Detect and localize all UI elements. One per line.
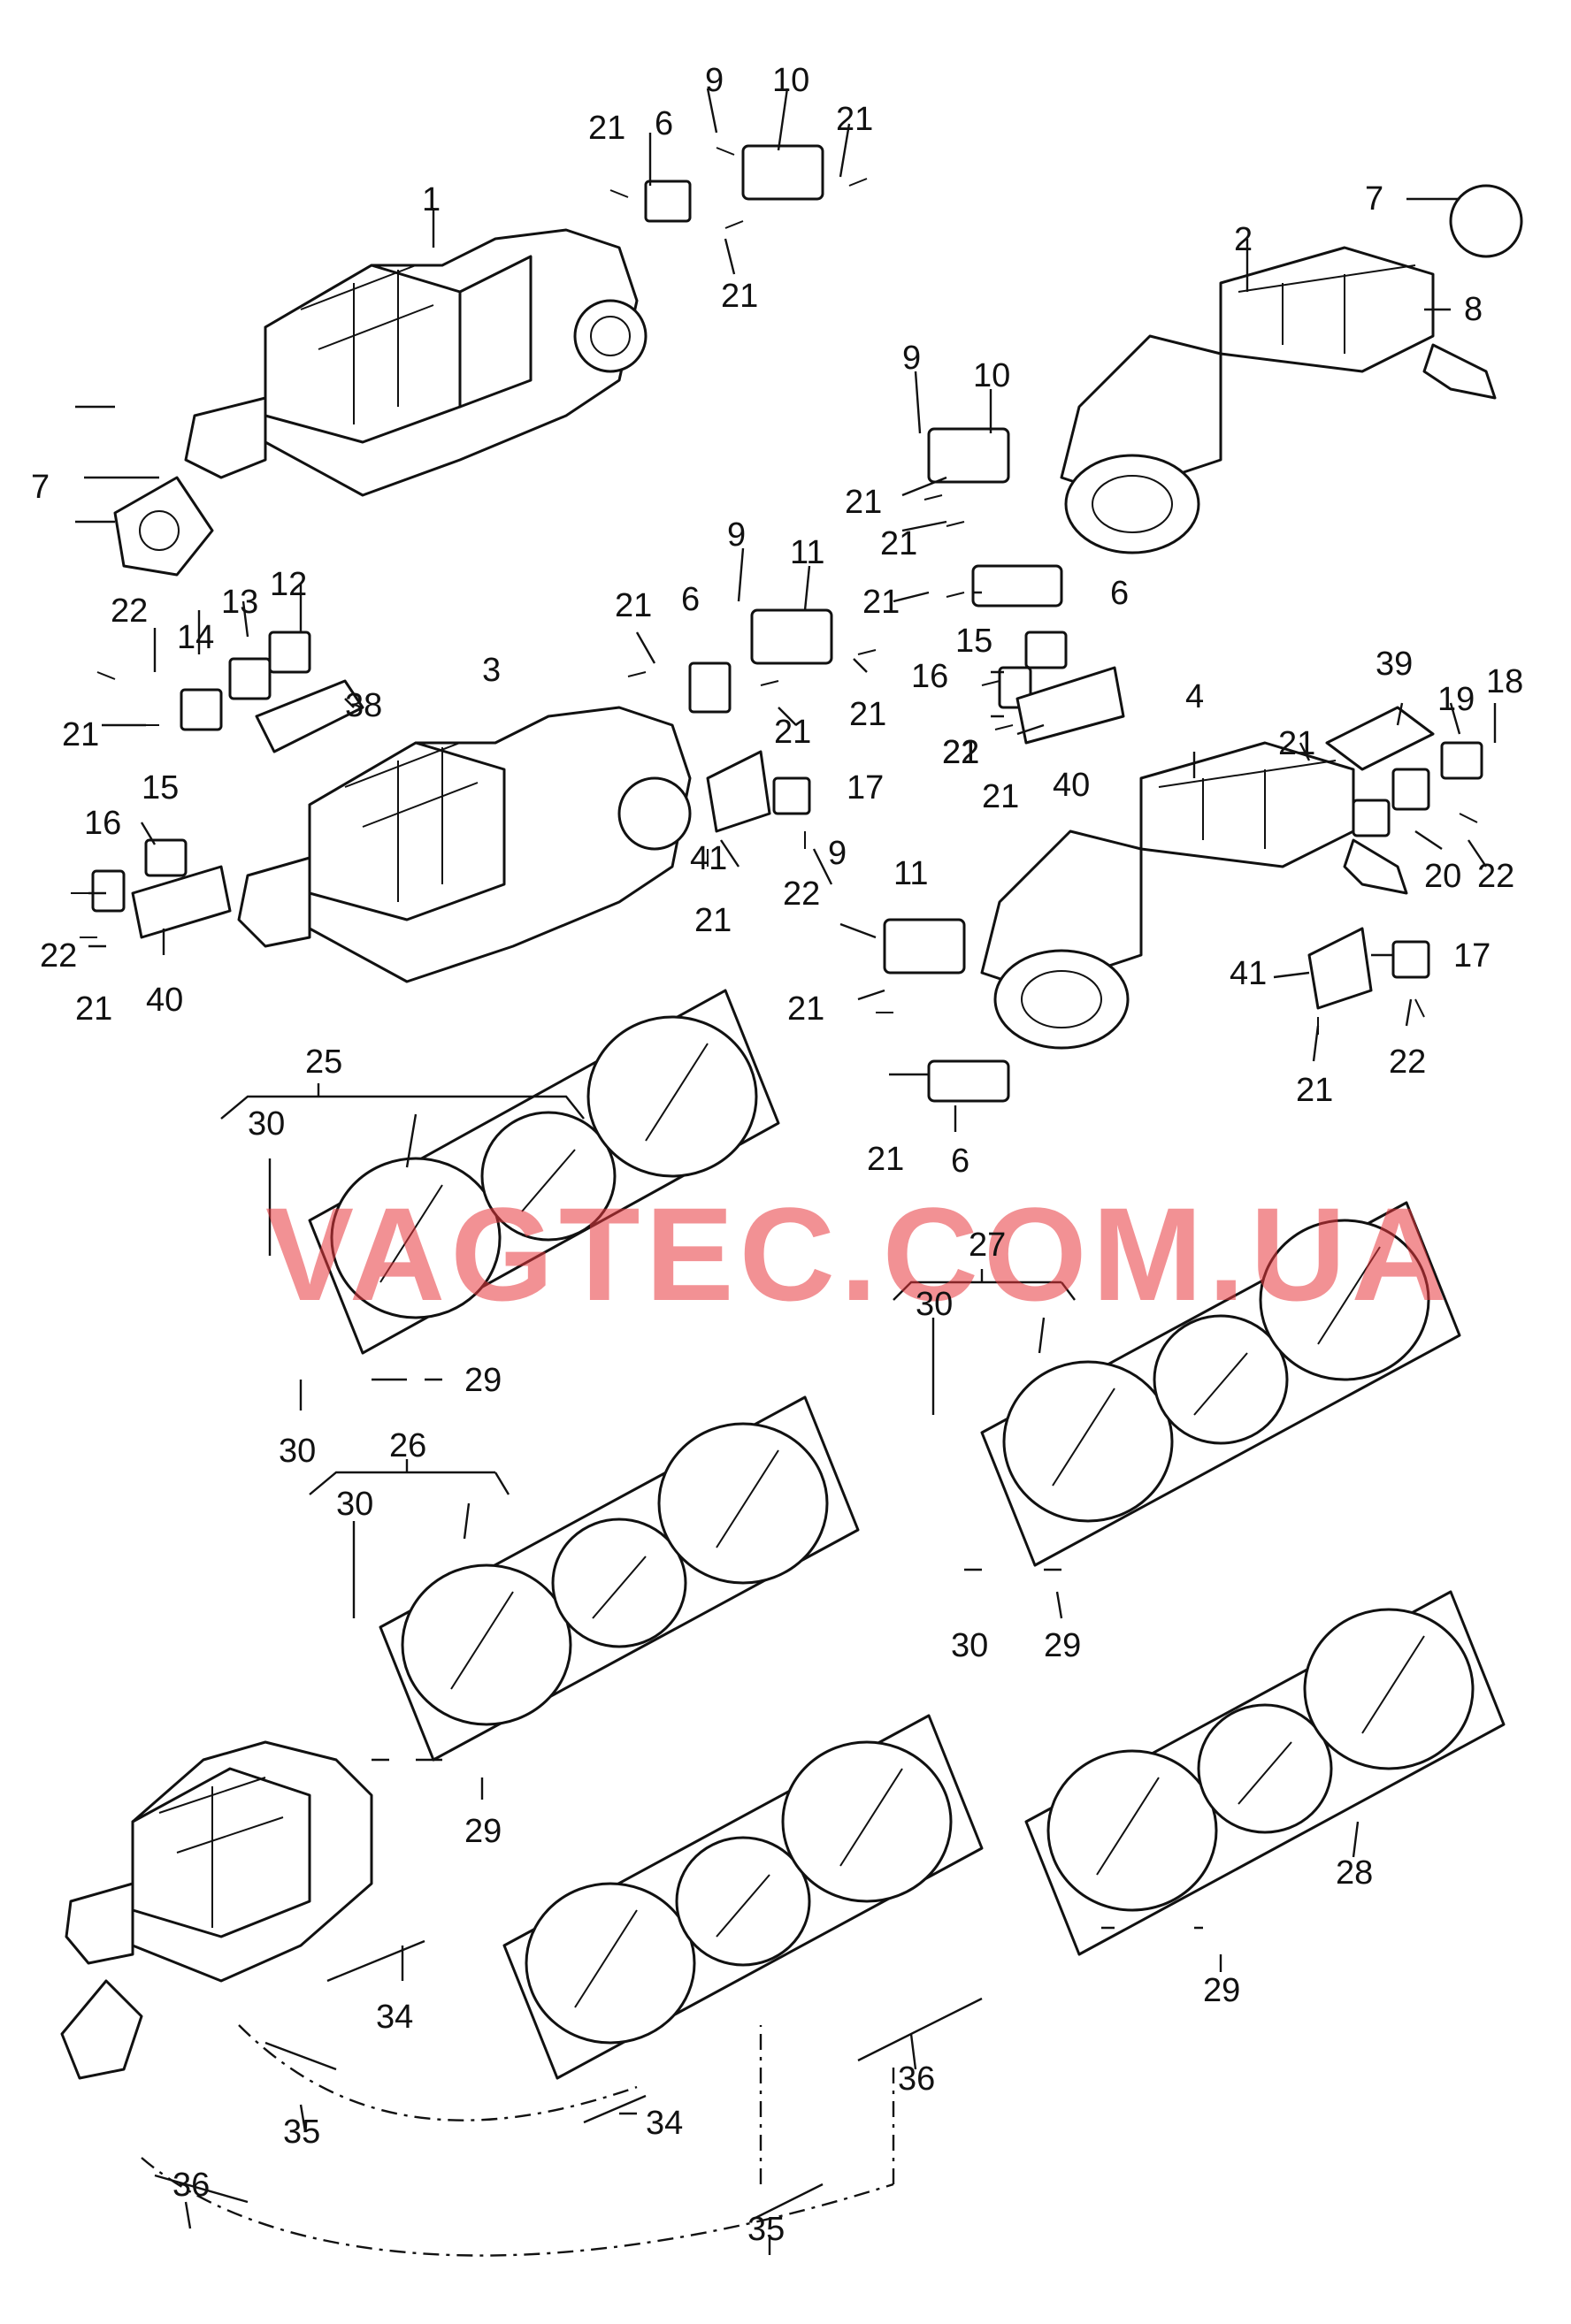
callout-21g: 21 [615, 587, 652, 624]
callout-30c: 30 [336, 1486, 373, 1523]
callout-40a: 40 [146, 982, 183, 1019]
callout-14: 14 [177, 619, 214, 656]
callout-39: 39 [1376, 646, 1413, 683]
callout-21m: 21 [982, 778, 1019, 815]
control-panel-26 [379, 1395, 860, 1762]
callout-21p: 21 [787, 990, 824, 1028]
callout-9b: 9 [902, 340, 921, 377]
callout-21j: 21 [62, 716, 99, 753]
callout-15b: 15 [955, 623, 992, 660]
callout-19: 19 [1437, 681, 1475, 718]
callout-22a: 22 [111, 592, 148, 630]
callout-29d: 29 [1203, 1972, 1240, 2009]
control-panel-bottom [502, 1714, 984, 2080]
callout-6b: 6 [1110, 575, 1129, 612]
callout-7a: 7 [1365, 180, 1383, 218]
control-panel-28 [1024, 1590, 1506, 1956]
callout-22f: 22 [1389, 1044, 1426, 1081]
control-cables [141, 1939, 983, 2257]
panel-leaders [184, 1083, 1360, 2255]
callout-35a: 35 [283, 2114, 320, 2151]
callout-30b: 30 [279, 1433, 316, 1470]
callout-4: 4 [1185, 678, 1204, 715]
callout-16b: 16 [911, 658, 948, 695]
callout-22d: 22 [783, 875, 820, 913]
callout-12: 12 [270, 566, 307, 603]
small-parts [71, 144, 1483, 1103]
callout-9d: 9 [828, 835, 847, 872]
callout-34b: 34 [646, 2105, 683, 2142]
callout-3: 3 [482, 652, 501, 689]
watermark-text: VAGTEC.COM.UA [265, 1180, 1452, 1328]
callout-6a: 6 [655, 105, 673, 142]
callout-labels: 1 2 3 4 6 6 6 6 7 7 8 9 9 9 9 10 10 11 1… [31, 62, 1523, 2248]
callout-25: 25 [305, 1044, 342, 1081]
callout-20: 20 [1424, 858, 1461, 895]
callout-36a: 36 [172, 2167, 210, 2204]
callout-21f: 21 [862, 584, 900, 621]
callout-7b: 7 [31, 469, 50, 506]
callout-18: 18 [1486, 663, 1523, 700]
callout-29c: 29 [464, 1813, 502, 1850]
control-panel-27 [980, 1201, 1461, 1567]
leader-lines [75, 88, 1497, 1132]
callout-21i: 21 [774, 714, 811, 751]
callout-30e: 30 [951, 1627, 988, 1664]
callout-21n: 21 [1278, 725, 1315, 762]
callout-6d: 6 [951, 1143, 969, 1180]
callout-13: 13 [221, 584, 258, 621]
callout-29b: 29 [1044, 1627, 1081, 1664]
callout-27: 27 [969, 1227, 1006, 1264]
callout-11b: 11 [893, 855, 928, 892]
callout-15a: 15 [142, 769, 179, 807]
callout-21h: 21 [849, 696, 886, 733]
callout-30a: 30 [248, 1105, 285, 1143]
heater-unit-bottom [60, 1740, 373, 2080]
callout-22c: 22 [942, 734, 979, 771]
heater-unit-3 [237, 706, 692, 983]
callout-21b: 21 [836, 101, 873, 138]
callout-10b: 10 [973, 357, 1010, 394]
callout-30d: 30 [916, 1286, 953, 1323]
callout-21r: 21 [942, 734, 979, 771]
callout-21a: 21 [588, 110, 625, 147]
callout-11a: 11 [790, 534, 824, 571]
callout-40b: 40 [1053, 767, 1090, 804]
callout-38: 38 [345, 687, 382, 724]
callout-6c: 6 [681, 581, 700, 618]
callout-36b: 36 [898, 2060, 935, 2098]
callout-35b: 35 [747, 2211, 785, 2248]
callout-21q: 21 [867, 1141, 904, 1178]
callout-2: 2 [1234, 221, 1253, 258]
callout-21d: 21 [845, 484, 882, 521]
callout-10a: 10 [772, 62, 809, 99]
callout-28: 28 [1336, 1854, 1373, 1892]
heater-unit-1 [113, 228, 648, 577]
callout-21c: 21 [721, 278, 758, 315]
callout-29a: 29 [464, 1362, 502, 1399]
callout-17a: 17 [847, 769, 884, 807]
heater-unit-2 [1060, 184, 1523, 554]
callout-9a: 9 [705, 62, 724, 99]
callout-21k: 21 [75, 990, 112, 1028]
callout-9c: 9 [727, 516, 746, 554]
callout-21e: 21 [880, 525, 917, 562]
callout-21l: 21 [694, 902, 732, 939]
callout-21o: 21 [1296, 1072, 1333, 1109]
callout-16a: 16 [84, 805, 121, 842]
control-panel-25 [308, 989, 780, 1355]
heater-unit-4 [980, 741, 1408, 1050]
callout-1: 1 [422, 181, 441, 218]
callout-8: 8 [1464, 291, 1483, 328]
callout-34a: 34 [376, 1999, 413, 2036]
callout-17b: 17 [1453, 937, 1491, 975]
callout-41a: 41 [690, 840, 727, 877]
callout-26: 26 [389, 1427, 426, 1464]
callout-22b: 22 [40, 937, 77, 975]
callout-41b: 41 [1230, 955, 1267, 992]
callout-22e: 22 [1477, 858, 1514, 895]
